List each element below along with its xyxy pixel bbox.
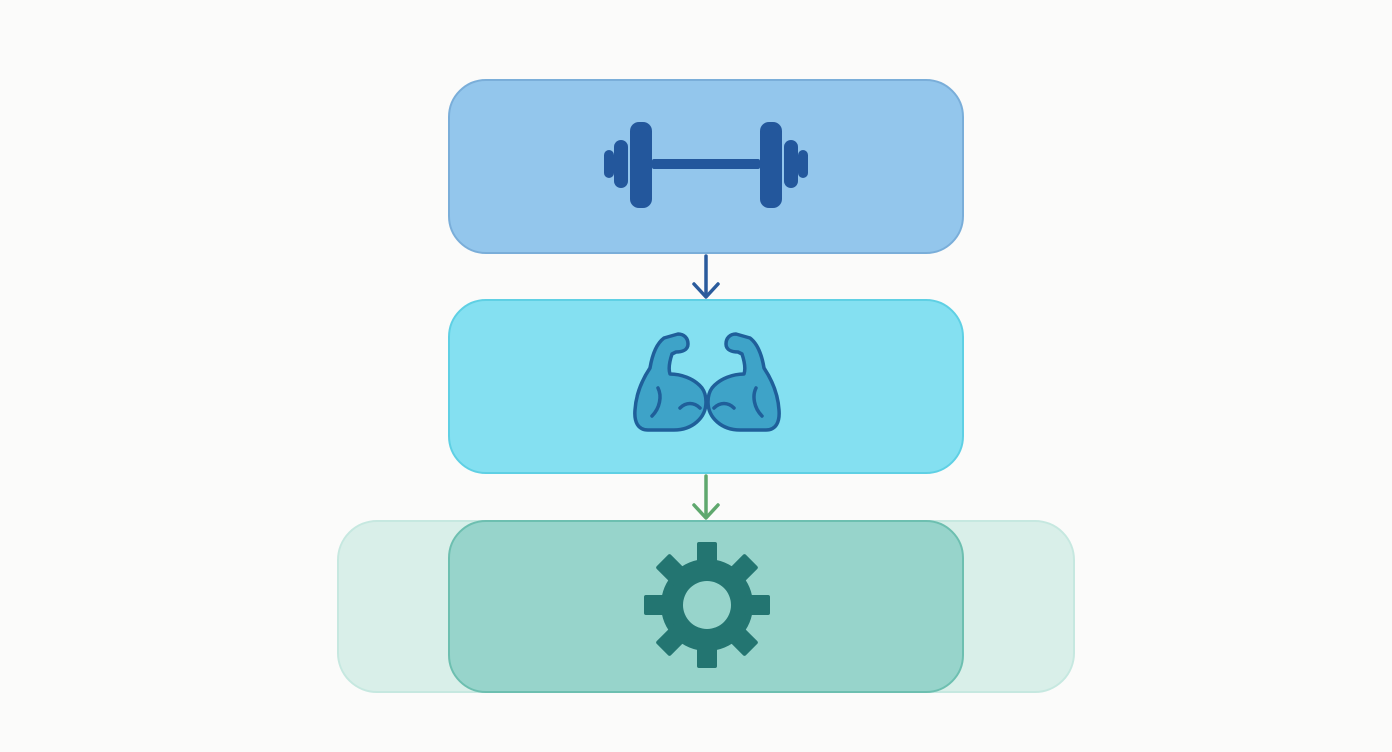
arrow-stage1-to-stage2 — [692, 254, 720, 299]
flexed-biceps-icon — [633, 332, 781, 432]
arrow-stage2-to-stage3 — [692, 474, 720, 520]
stage-box-strength — [448, 299, 964, 474]
dumbbell-icon — [604, 122, 808, 208]
gear-icon — [644, 542, 770, 668]
